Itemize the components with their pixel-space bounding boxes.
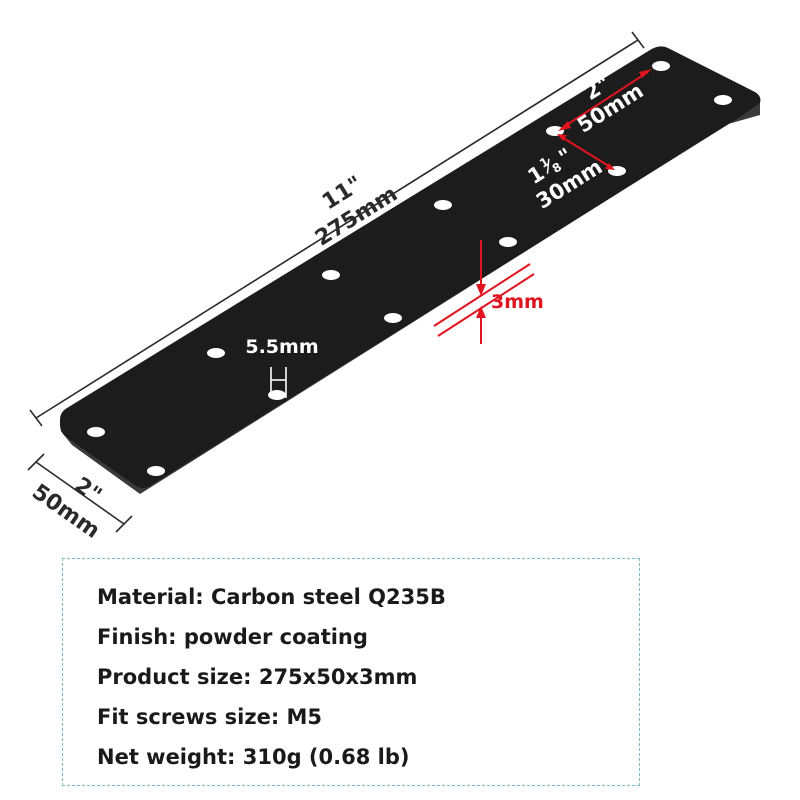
length-dimension xyxy=(29,31,645,427)
mounting-holes xyxy=(87,61,732,476)
spec-box: Material: Carbon steel Q235B Finish: pow… xyxy=(62,558,640,786)
hole xyxy=(499,237,517,247)
hole xyxy=(322,270,340,280)
hole xyxy=(207,348,225,358)
hole xyxy=(268,390,286,400)
spec-net-weight: Net weight: 310g (0.68 lb) xyxy=(97,745,410,769)
spec-material: Material: Carbon steel Q235B xyxy=(97,585,446,609)
hole xyxy=(384,313,402,323)
hole xyxy=(87,427,105,437)
thickness-dimension xyxy=(433,240,535,344)
bracket-diagram: 11" 275mm 2" 50mm 2" 50mm 1 1 8 " 30mm 5… xyxy=(27,31,761,544)
width-dimension xyxy=(27,453,133,533)
spec-fit-screws: Fit screws size: M5 xyxy=(97,705,323,729)
hole xyxy=(546,126,564,136)
hole xyxy=(714,95,732,105)
hole-offset-dimension xyxy=(557,134,615,170)
hole xyxy=(434,200,452,210)
steel-plate xyxy=(60,46,761,489)
thickness-label: 3mm xyxy=(491,291,544,313)
hole-diameter-label: 5.5mm xyxy=(245,336,318,358)
hole xyxy=(652,61,670,71)
hole-spacing-dimension xyxy=(558,69,652,131)
hole-diameter-dimension xyxy=(270,367,287,398)
spec-product-size: Product size: 275x50x3mm xyxy=(97,665,418,689)
hole xyxy=(147,466,165,476)
spec-finish: Finish: powder coating xyxy=(97,625,368,649)
